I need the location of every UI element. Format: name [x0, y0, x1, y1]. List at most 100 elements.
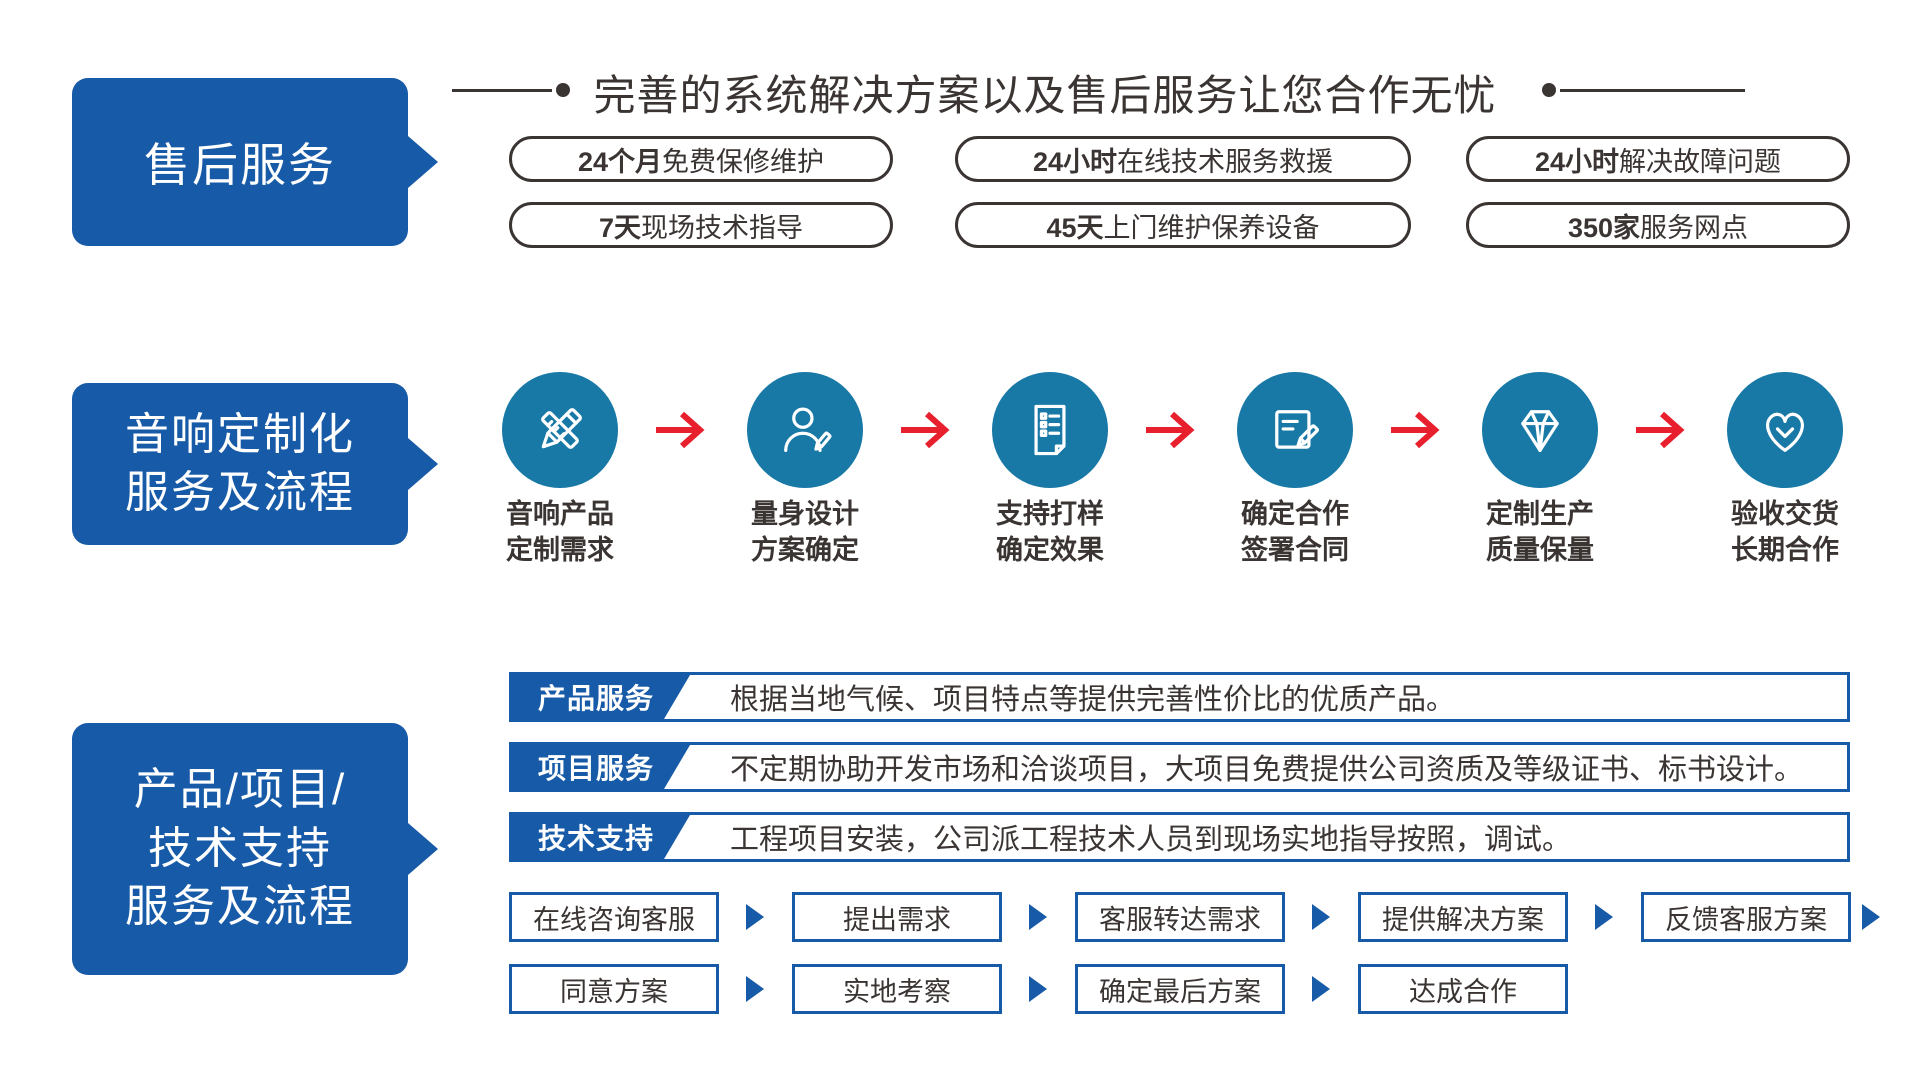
service-pill-fault-fix: 24小时解决故障问题 — [1466, 136, 1850, 182]
service-row-description: 工程项目安装，公司派工程技术人员到现场实地指导按照，调试。 — [730, 824, 1572, 856]
service-row-label: 项目服务 — [512, 745, 690, 789]
flow-box-label: 实地考察 — [843, 976, 951, 1007]
service-pill-maintenance-visit: 45天上门维护保养设备 — [955, 202, 1411, 248]
step-label-line: 确定合作 — [1241, 499, 1349, 529]
flow-box-label: 客服转达需求 — [1099, 904, 1261, 935]
diamond-icon — [1521, 410, 1559, 452]
handshake-heart-icon — [1766, 412, 1804, 452]
service-pill-online-rescue: 24小时在线技术服务救援 — [955, 136, 1411, 182]
step-label-line: 支持打样 — [996, 499, 1104, 529]
pill-text: 现场技术指导 — [641, 212, 804, 243]
service-row-description: 不定期协助开发市场和洽谈项目，大项目免费提供公司资质及等级证书、标书设计。 — [730, 754, 1804, 786]
red-arrow-icon — [1632, 408, 1694, 452]
after-sales-badge-label: 售后服务 — [144, 139, 336, 191]
step-circle-3 — [992, 372, 1108, 488]
step-label-4: 确定合作 签署合同 — [1205, 496, 1385, 568]
service-pill-warranty: 24个月免费保修维护 — [509, 136, 893, 182]
service-row-tech: 技术支持 工程项目安装，公司派工程技术人员到现场实地指导按照，调试。 — [509, 812, 1850, 862]
flow-arrow-icon — [1595, 904, 1613, 930]
flow-box-agree-plan: 同意方案 — [509, 964, 719, 1014]
flow-box-label: 同意方案 — [560, 976, 668, 1007]
pill-highlight: 350家 — [1567, 212, 1641, 243]
step-circle-2 — [747, 372, 863, 488]
flow-box-feedback-solution: 反馈客服方案 — [1641, 892, 1851, 942]
step-label-line: 量身设计 — [751, 499, 859, 529]
flow-box-label: 达成合作 — [1409, 976, 1517, 1007]
service-pill-onsite-guidance: 7天现场技术指导 — [509, 202, 893, 248]
red-arrow-icon — [897, 408, 959, 452]
pill-text: 解决故障问题 — [1619, 146, 1782, 177]
flow-box-label: 在线咨询客服 — [533, 904, 695, 935]
step-label-6: 验收交货 长期合作 — [1695, 496, 1875, 568]
flow-box-site-visit: 实地考察 — [792, 964, 1002, 1014]
service-row-product: 产品服务 根据当地气候、项目特点等提供完善性价比的优质产品。 — [509, 672, 1850, 722]
title-decor-dot-right — [1542, 83, 1556, 97]
service-pill-service-network: 350家服务网点 — [1466, 202, 1850, 248]
service-row-label: 技术支持 — [512, 815, 690, 859]
flow-arrow-icon — [1029, 976, 1047, 1002]
flow-box-label: 提出需求 — [843, 904, 951, 935]
step-label-line: 质量保量 — [1486, 535, 1594, 565]
audio-customization-badge: 音响定制化 服务及流程 — [72, 383, 408, 545]
step-label-line: 长期合作 — [1731, 535, 1839, 565]
flow-arrow-icon — [746, 976, 764, 1002]
step-circle-5 — [1482, 372, 1598, 488]
red-arrow-icon — [652, 408, 714, 452]
flow-arrow-icon — [1029, 904, 1047, 930]
flow-box-raise-demand: 提出需求 — [792, 892, 1002, 942]
pill-highlight: 24小时 — [1032, 146, 1118, 177]
step-circle-6 — [1727, 372, 1843, 488]
step-circle-1 — [502, 372, 618, 488]
step-circle-4 — [1237, 372, 1353, 488]
service-row-project: 项目服务 不定期协助开发市场和洽谈项目，大项目免费提供公司资质及等级证书、标书设… — [509, 742, 1850, 792]
flow-box-label: 确定最后方案 — [1099, 976, 1261, 1007]
pill-text: 上门维护保养设备 — [1103, 212, 1320, 243]
contract-signing-icon — [1275, 410, 1319, 449]
red-arrow-icon — [1142, 408, 1204, 452]
step-label-line: 验收交货 — [1731, 499, 1839, 529]
design-tools-icon — [541, 408, 582, 449]
flow-box-provide-solution: 提供解决方案 — [1358, 892, 1568, 942]
tech-support-badge-label: 产品/项目/ 技术支持 服务及流程 — [125, 761, 355, 937]
step-label-3: 支持打样 确定效果 — [960, 496, 1140, 568]
sample-document-icon — [1034, 404, 1066, 456]
pill-text: 免费保修维护 — [662, 146, 825, 177]
badge-line: 服务及流程 — [125, 882, 355, 932]
service-row-label: 产品服务 — [512, 675, 690, 719]
badge-line: 服务及流程 — [125, 468, 355, 517]
flow-arrow-icon — [1312, 904, 1330, 930]
title-decor-line-left — [452, 89, 552, 92]
audio-customization-badge-label: 音响定制化 服务及流程 — [125, 406, 355, 522]
flow-box-label: 反馈客服方案 — [1665, 904, 1827, 935]
service-row-description: 根据当地气候、项目特点等提供完善性价比的优质产品。 — [730, 684, 1456, 716]
pill-text: 服务网点 — [1640, 212, 1749, 243]
step-label-line: 定制需求 — [506, 535, 614, 565]
after-sales-service-badge: 售后服务 — [72, 78, 408, 246]
title-decor-line-right — [1560, 89, 1745, 92]
step-label-2: 量身设计 方案确定 — [715, 496, 895, 568]
designer-person-icon — [784, 407, 832, 452]
step-label-line: 方案确定 — [751, 535, 859, 565]
red-arrow-icon — [1387, 408, 1449, 452]
pill-highlight: 7天 — [598, 212, 642, 243]
badge-line: 技术支持 — [148, 823, 332, 873]
title-decor-dot-left — [556, 83, 570, 97]
pill-highlight: 24小时 — [1534, 146, 1620, 177]
step-label-line: 定制生产 — [1486, 499, 1594, 529]
tech-support-badge: 产品/项目/ 技术支持 服务及流程 — [72, 723, 408, 975]
flow-arrow-icon — [1862, 904, 1880, 930]
flow-arrow-icon — [746, 904, 764, 930]
badge-line: 音响定制化 — [125, 409, 355, 459]
flow-box-final-plan: 确定最后方案 — [1075, 964, 1285, 1014]
flow-box-reach-cooperation: 达成合作 — [1358, 964, 1568, 1014]
step-label-line: 确定效果 — [996, 535, 1104, 565]
step-label-5: 定制生产 质量保量 — [1450, 496, 1630, 568]
flow-box-online-consult: 在线咨询客服 — [509, 892, 719, 942]
step-label-1: 音响产品 定制需求 — [470, 496, 650, 568]
flow-arrow-icon — [1312, 976, 1330, 1002]
badge-line: 产品/项目/ — [133, 765, 347, 815]
pill-highlight: 24个月 — [577, 146, 663, 177]
flow-box-relay-demand: 客服转达需求 — [1075, 892, 1285, 942]
pill-text: 在线技术服务救援 — [1117, 146, 1334, 177]
